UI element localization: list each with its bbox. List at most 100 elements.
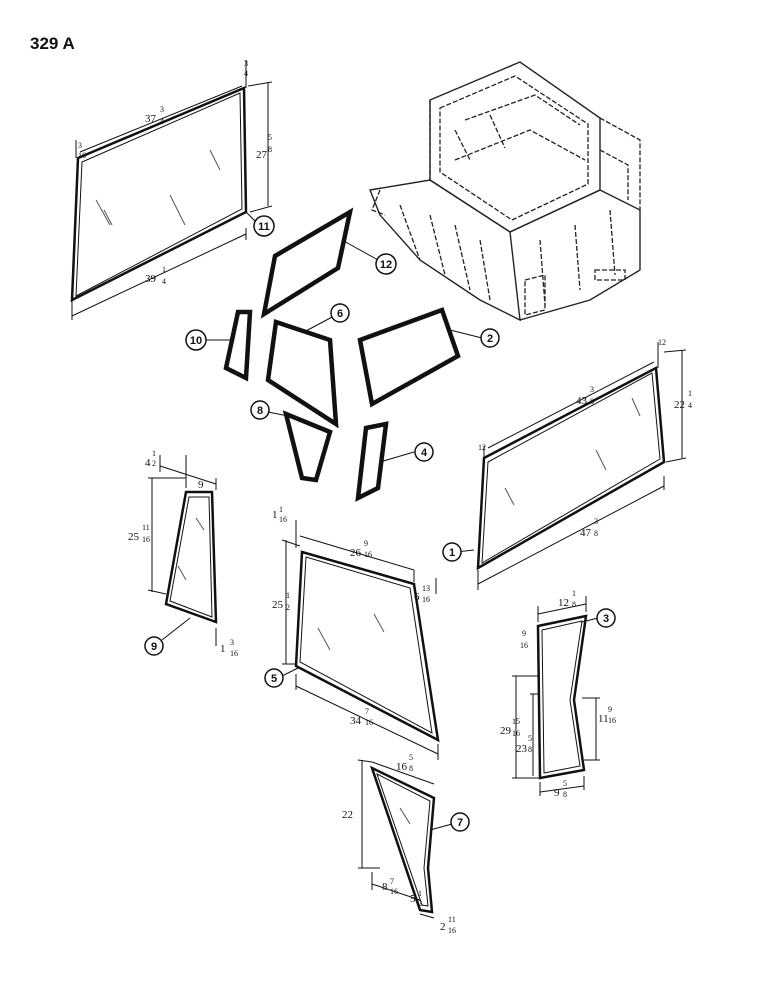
svg-text:22: 22 — [342, 809, 353, 821]
svg-text:1: 1 — [418, 889, 422, 898]
svg-text:16: 16 — [364, 550, 372, 559]
dim-p11-bottom: 39 1 4 — [145, 265, 166, 286]
svg-text:11: 11 — [598, 713, 609, 725]
dim-p3-top: 12 1 8 — [558, 589, 576, 609]
dim-p11-top: 37 3 4 — [145, 105, 164, 126]
svg-text:12: 12 — [558, 597, 569, 609]
svg-text:2: 2 — [286, 603, 290, 612]
svg-text:3: 3 — [244, 59, 248, 68]
svg-text:5: 5 — [268, 133, 272, 142]
callout-3: 3 — [596, 608, 616, 628]
svg-text:2: 2 — [152, 459, 156, 468]
svg-text:8: 8 — [528, 745, 532, 754]
svg-text:3: 3 — [590, 385, 594, 394]
svg-text:16: 16 — [142, 535, 150, 544]
svg-text:6: 6 — [337, 308, 343, 320]
svg-text:5: 5 — [563, 779, 567, 788]
dim-p1-height: 22 1 4 — [674, 389, 692, 411]
dim-p7-bottom-left: 8 7 16 — [382, 877, 398, 896]
callout-10: 10 — [185, 329, 207, 351]
glass-panel-8 — [282, 410, 333, 483]
dim-p3-right: 11 9 16 — [598, 705, 616, 725]
svg-text:1: 1 — [220, 643, 226, 655]
svg-text:4: 4 — [160, 117, 164, 126]
panel-7-dimensions — [357, 759, 435, 919]
svg-text:10: 10 — [190, 335, 202, 347]
svg-text:23: 23 — [516, 743, 528, 755]
svg-text:43: 43 — [576, 395, 588, 407]
svg-text:26: 26 — [350, 547, 362, 559]
svg-text:3: 3 — [603, 613, 609, 625]
svg-text:1: 1 — [688, 389, 692, 398]
svg-text:22: 22 — [674, 399, 685, 411]
callout-11: 11 — [253, 215, 275, 237]
svg-text:9: 9 — [522, 629, 526, 638]
panel-3-dimensions — [512, 596, 600, 796]
svg-text:12: 12 — [380, 259, 392, 271]
svg-text:34: 34 — [350, 715, 362, 727]
svg-text:3: 3 — [230, 638, 234, 647]
svg-text:8: 8 — [409, 764, 413, 773]
svg-text:5: 5 — [271, 673, 277, 685]
svg-text:39: 39 — [145, 273, 157, 285]
svg-text:47: 47 — [580, 527, 592, 539]
dim-p5-height: 25 1 2 — [272, 591, 290, 612]
dim-p5-top-left: 1 1 16 — [272, 505, 287, 524]
svg-text:1: 1 — [162, 265, 166, 274]
svg-text:8: 8 — [257, 405, 263, 417]
svg-text:4: 4 — [421, 447, 428, 459]
svg-text:5: 5 — [528, 734, 532, 743]
svg-text:8: 8 — [563, 790, 567, 799]
panel-1-dimensions — [477, 342, 687, 590]
svg-text:27: 27 — [256, 149, 268, 161]
dim-p5-bottom: 34 7 16 — [350, 707, 373, 727]
svg-text:8: 8 — [382, 881, 388, 893]
svg-text:6: 6 — [414, 591, 420, 603]
glass-panel-6 — [265, 319, 339, 429]
svg-text:16: 16 — [608, 716, 616, 725]
callout-4: 4 — [414, 442, 434, 462]
svg-text:12: 12 — [658, 338, 666, 347]
dim-p1-top: 43 3 8 — [576, 385, 594, 407]
svg-text:9: 9 — [608, 705, 612, 714]
svg-text:8: 8 — [594, 529, 598, 538]
svg-text:16: 16 — [365, 718, 373, 727]
svg-text:11: 11 — [258, 221, 270, 233]
callout-8: 8 — [250, 400, 270, 420]
svg-text:15: 15 — [512, 717, 520, 726]
svg-text:7: 7 — [365, 707, 369, 716]
svg-text:16: 16 — [78, 151, 86, 160]
dim-p3-top-left: 9 16 — [520, 629, 528, 650]
svg-text:4: 4 — [162, 277, 166, 286]
dim-p3-inner: 23 5 8 — [516, 734, 532, 755]
dim-p11-top-right: 3 4 — [244, 59, 248, 78]
dim-p7-bottom-mid: 5 1 2 — [410, 889, 422, 908]
svg-text:9: 9 — [364, 539, 368, 548]
glass-panel-2 — [357, 307, 461, 408]
glass-panel-7 — [369, 765, 436, 914]
dim-p9-top: 9 — [198, 479, 204, 491]
dim-p7-top: 16 5 8 — [396, 753, 413, 773]
glass-panel-10 — [223, 309, 253, 382]
svg-text:3: 3 — [160, 105, 164, 114]
glass-panel-4 — [355, 421, 389, 502]
panel-9-dimensions — [147, 455, 217, 646]
svg-text:9: 9 — [554, 787, 560, 799]
svg-text:3: 3 — [78, 141, 82, 150]
callout-12: 12 — [375, 253, 397, 275]
leader-lines — [161, 211, 599, 831]
svg-text:4: 4 — [244, 69, 248, 78]
dim-p9-bottom: 1 3 16 — [220, 638, 238, 658]
svg-text:1: 1 — [279, 505, 283, 514]
svg-text:11: 11 — [448, 915, 456, 924]
dim-p1-bottom: 47 3 8 — [580, 517, 598, 539]
svg-text:1: 1 — [286, 591, 290, 600]
svg-text:1: 1 — [449, 547, 455, 559]
svg-text:4: 4 — [145, 457, 151, 469]
svg-text:2: 2 — [418, 899, 422, 908]
glass-panel-3 — [536, 614, 588, 780]
svg-text:16: 16 — [396, 761, 408, 773]
svg-text:3: 3 — [594, 517, 598, 526]
glass-panel-5 — [294, 550, 440, 743]
callout-7: 7 — [450, 812, 470, 832]
